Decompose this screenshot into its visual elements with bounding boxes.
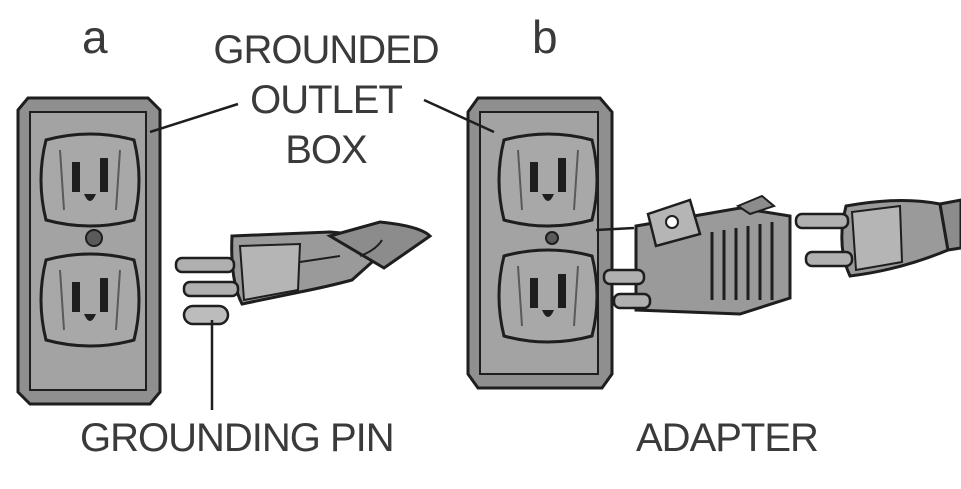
ungrounded-plug bbox=[794, 198, 961, 278]
leader-lines bbox=[149, 98, 635, 410]
outlet-box-b bbox=[466, 96, 614, 390]
panel-label-a: a bbox=[82, 11, 108, 63]
outlet-box-a bbox=[16, 96, 162, 406]
label-grounded: GROUNDED bbox=[213, 28, 439, 72]
leader-grounded-box-a bbox=[149, 102, 239, 134]
adapter bbox=[602, 194, 792, 316]
label-grounding-pin: GROUNDING PIN bbox=[80, 416, 395, 460]
leader-grounded-box-b bbox=[423, 98, 495, 134]
leader-adapter-box bbox=[595, 226, 635, 232]
label-outlet: OUTLET bbox=[250, 78, 403, 122]
label-adapter: ADAPTER bbox=[636, 416, 819, 460]
grounded-plug bbox=[174, 220, 433, 326]
panel-label-b: b bbox=[532, 11, 558, 63]
label-box: BOX bbox=[285, 128, 367, 172]
